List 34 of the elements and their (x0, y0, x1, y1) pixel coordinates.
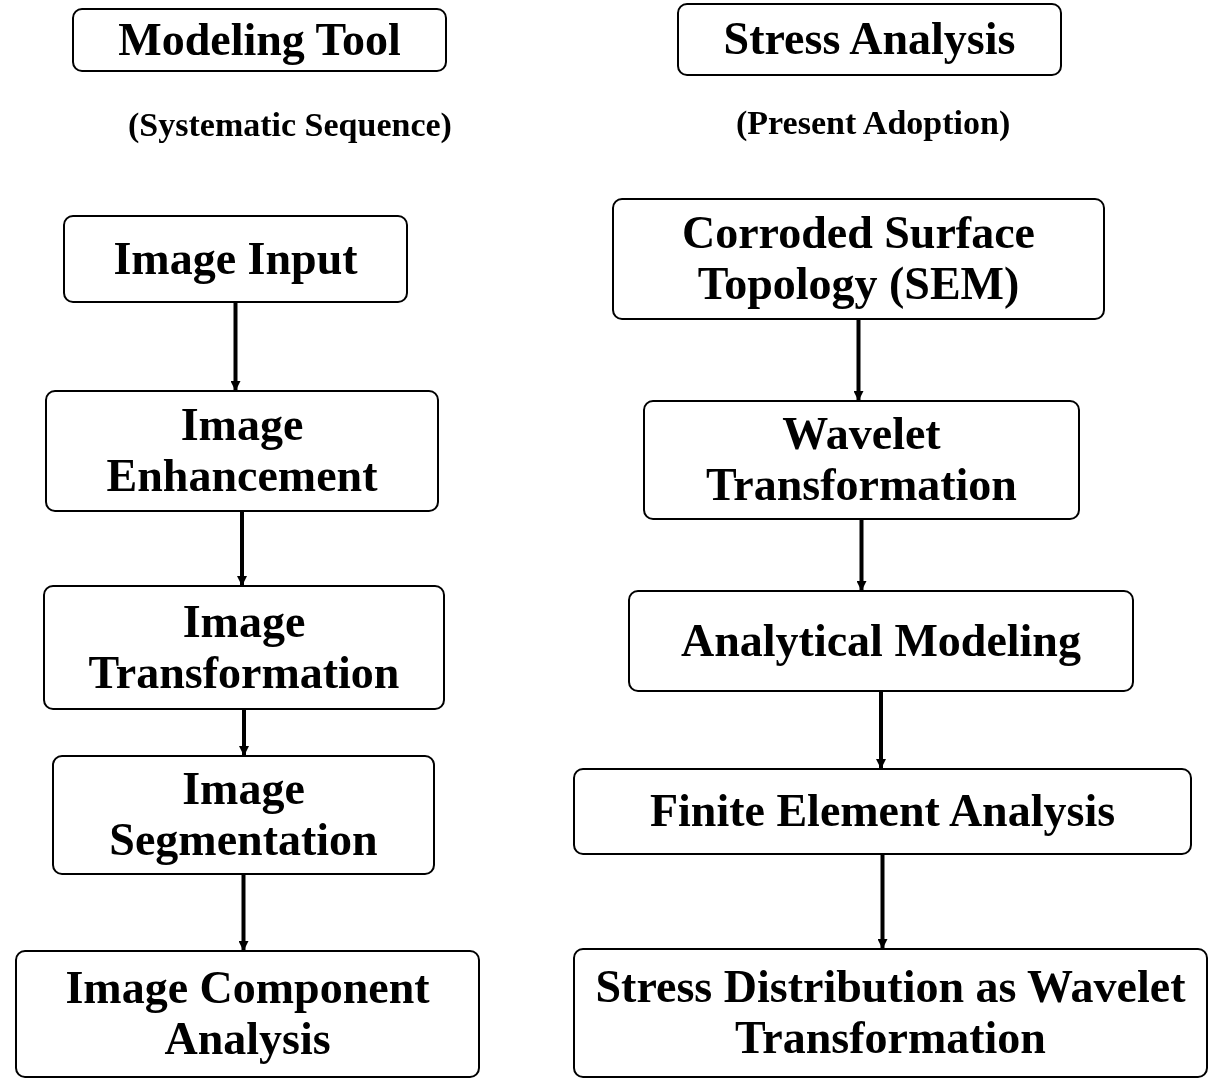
box-label: Image Input (113, 233, 358, 285)
arrow (237, 512, 247, 586)
box-label: Modeling Tool (118, 14, 401, 66)
box-label: Analytical Modeling (681, 615, 1081, 667)
process-box (573, 768, 1192, 855)
process-box (45, 390, 439, 512)
arrow (856, 520, 867, 591)
arrow (238, 875, 249, 951)
arrow (853, 320, 864, 401)
process-box (628, 590, 1134, 692)
process-box (612, 198, 1105, 320)
process-box (15, 950, 480, 1078)
process-box (43, 585, 445, 710)
process-box (643, 400, 1080, 520)
box-label: Stress Analysis (723, 14, 1016, 65)
subtitle: (Systematic Sequence) (128, 106, 452, 144)
arrow (239, 710, 249, 756)
process-box (72, 8, 447, 72)
box-label: Wavelet Transformation (705, 409, 1018, 511)
box-label: Corroded Surface Topology (SEM) (680, 208, 1036, 310)
subtitle: (Present Adoption) (736, 104, 1011, 142)
box-label: Image Component Analysis (64, 963, 431, 1065)
box-label: Finite Element Analysis (649, 786, 1116, 837)
arrow (876, 692, 886, 769)
box-label: Stress Distribution as Wavelet Transformation (594, 962, 1187, 1064)
box-label: Image Enhancement (105, 400, 379, 502)
box-label: Image Segmentation (108, 764, 379, 866)
process-box (52, 755, 435, 875)
process-box (677, 3, 1062, 76)
box-label: Image Transformation (87, 596, 401, 699)
arrow (230, 303, 241, 391)
arrow (877, 855, 888, 949)
process-box (573, 948, 1208, 1078)
process-box (63, 215, 408, 303)
